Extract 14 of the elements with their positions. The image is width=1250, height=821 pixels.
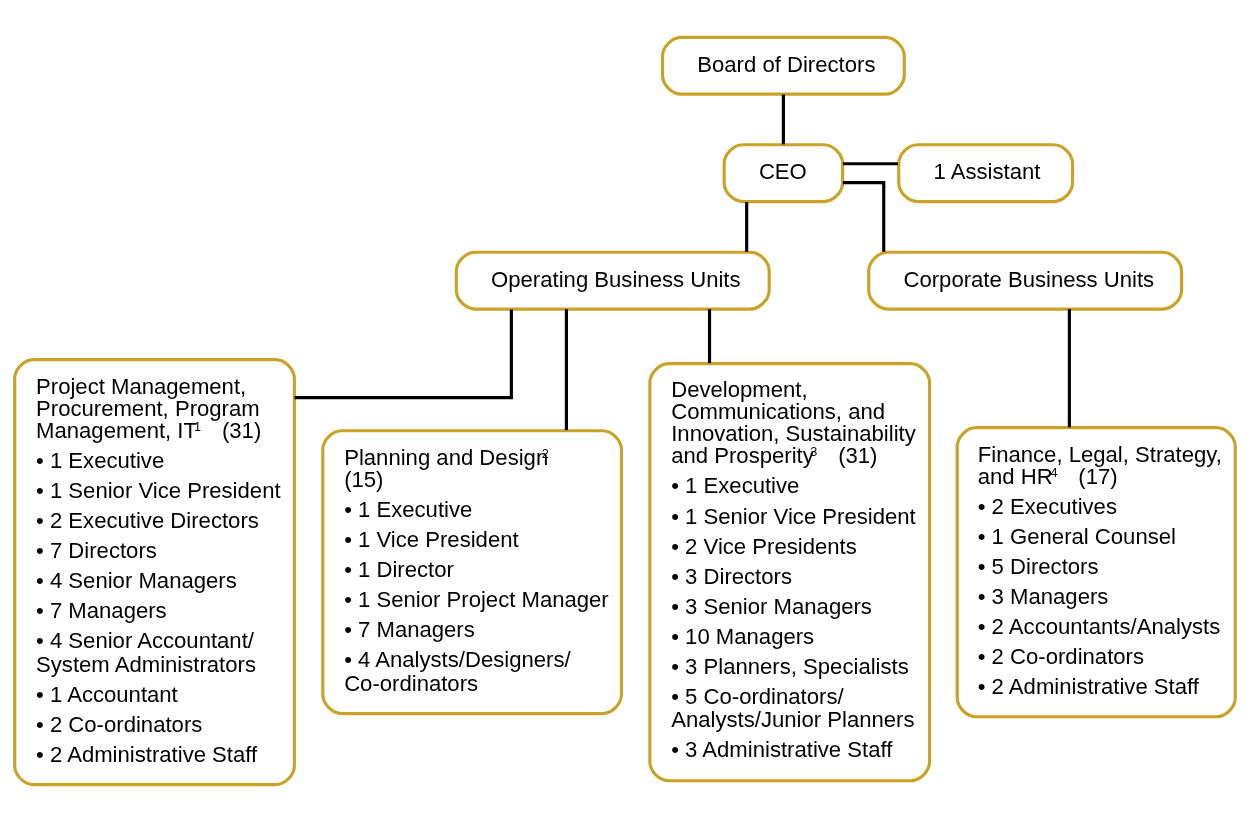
connector bbox=[564, 308, 568, 430]
node-box: 1 Assistant bbox=[897, 142, 1075, 203]
connector bbox=[1067, 308, 1071, 427]
node-box: Corporate Business Units bbox=[867, 250, 1184, 311]
node-box: CEO bbox=[722, 142, 845, 203]
node-box: Finance, Legal, Strategy, and HR$^{4}$ (17) • 2 Executives • 1 General Counsel • 5 Directors • 3 Managers • 2 Accountants/Analysts • 2 Co-ordinators • 2 Administrative Staff bbox=[955, 425, 1237, 718]
node-box: Board of Directors bbox=[660, 35, 906, 96]
connector bbox=[707, 308, 712, 363]
connector bbox=[294, 309, 513, 399]
node-box: Operating Business Units bbox=[454, 250, 771, 311]
connector bbox=[745, 201, 749, 252]
connector bbox=[842, 180, 886, 252]
connector bbox=[843, 161, 898, 165]
connector bbox=[781, 94, 785, 144]
